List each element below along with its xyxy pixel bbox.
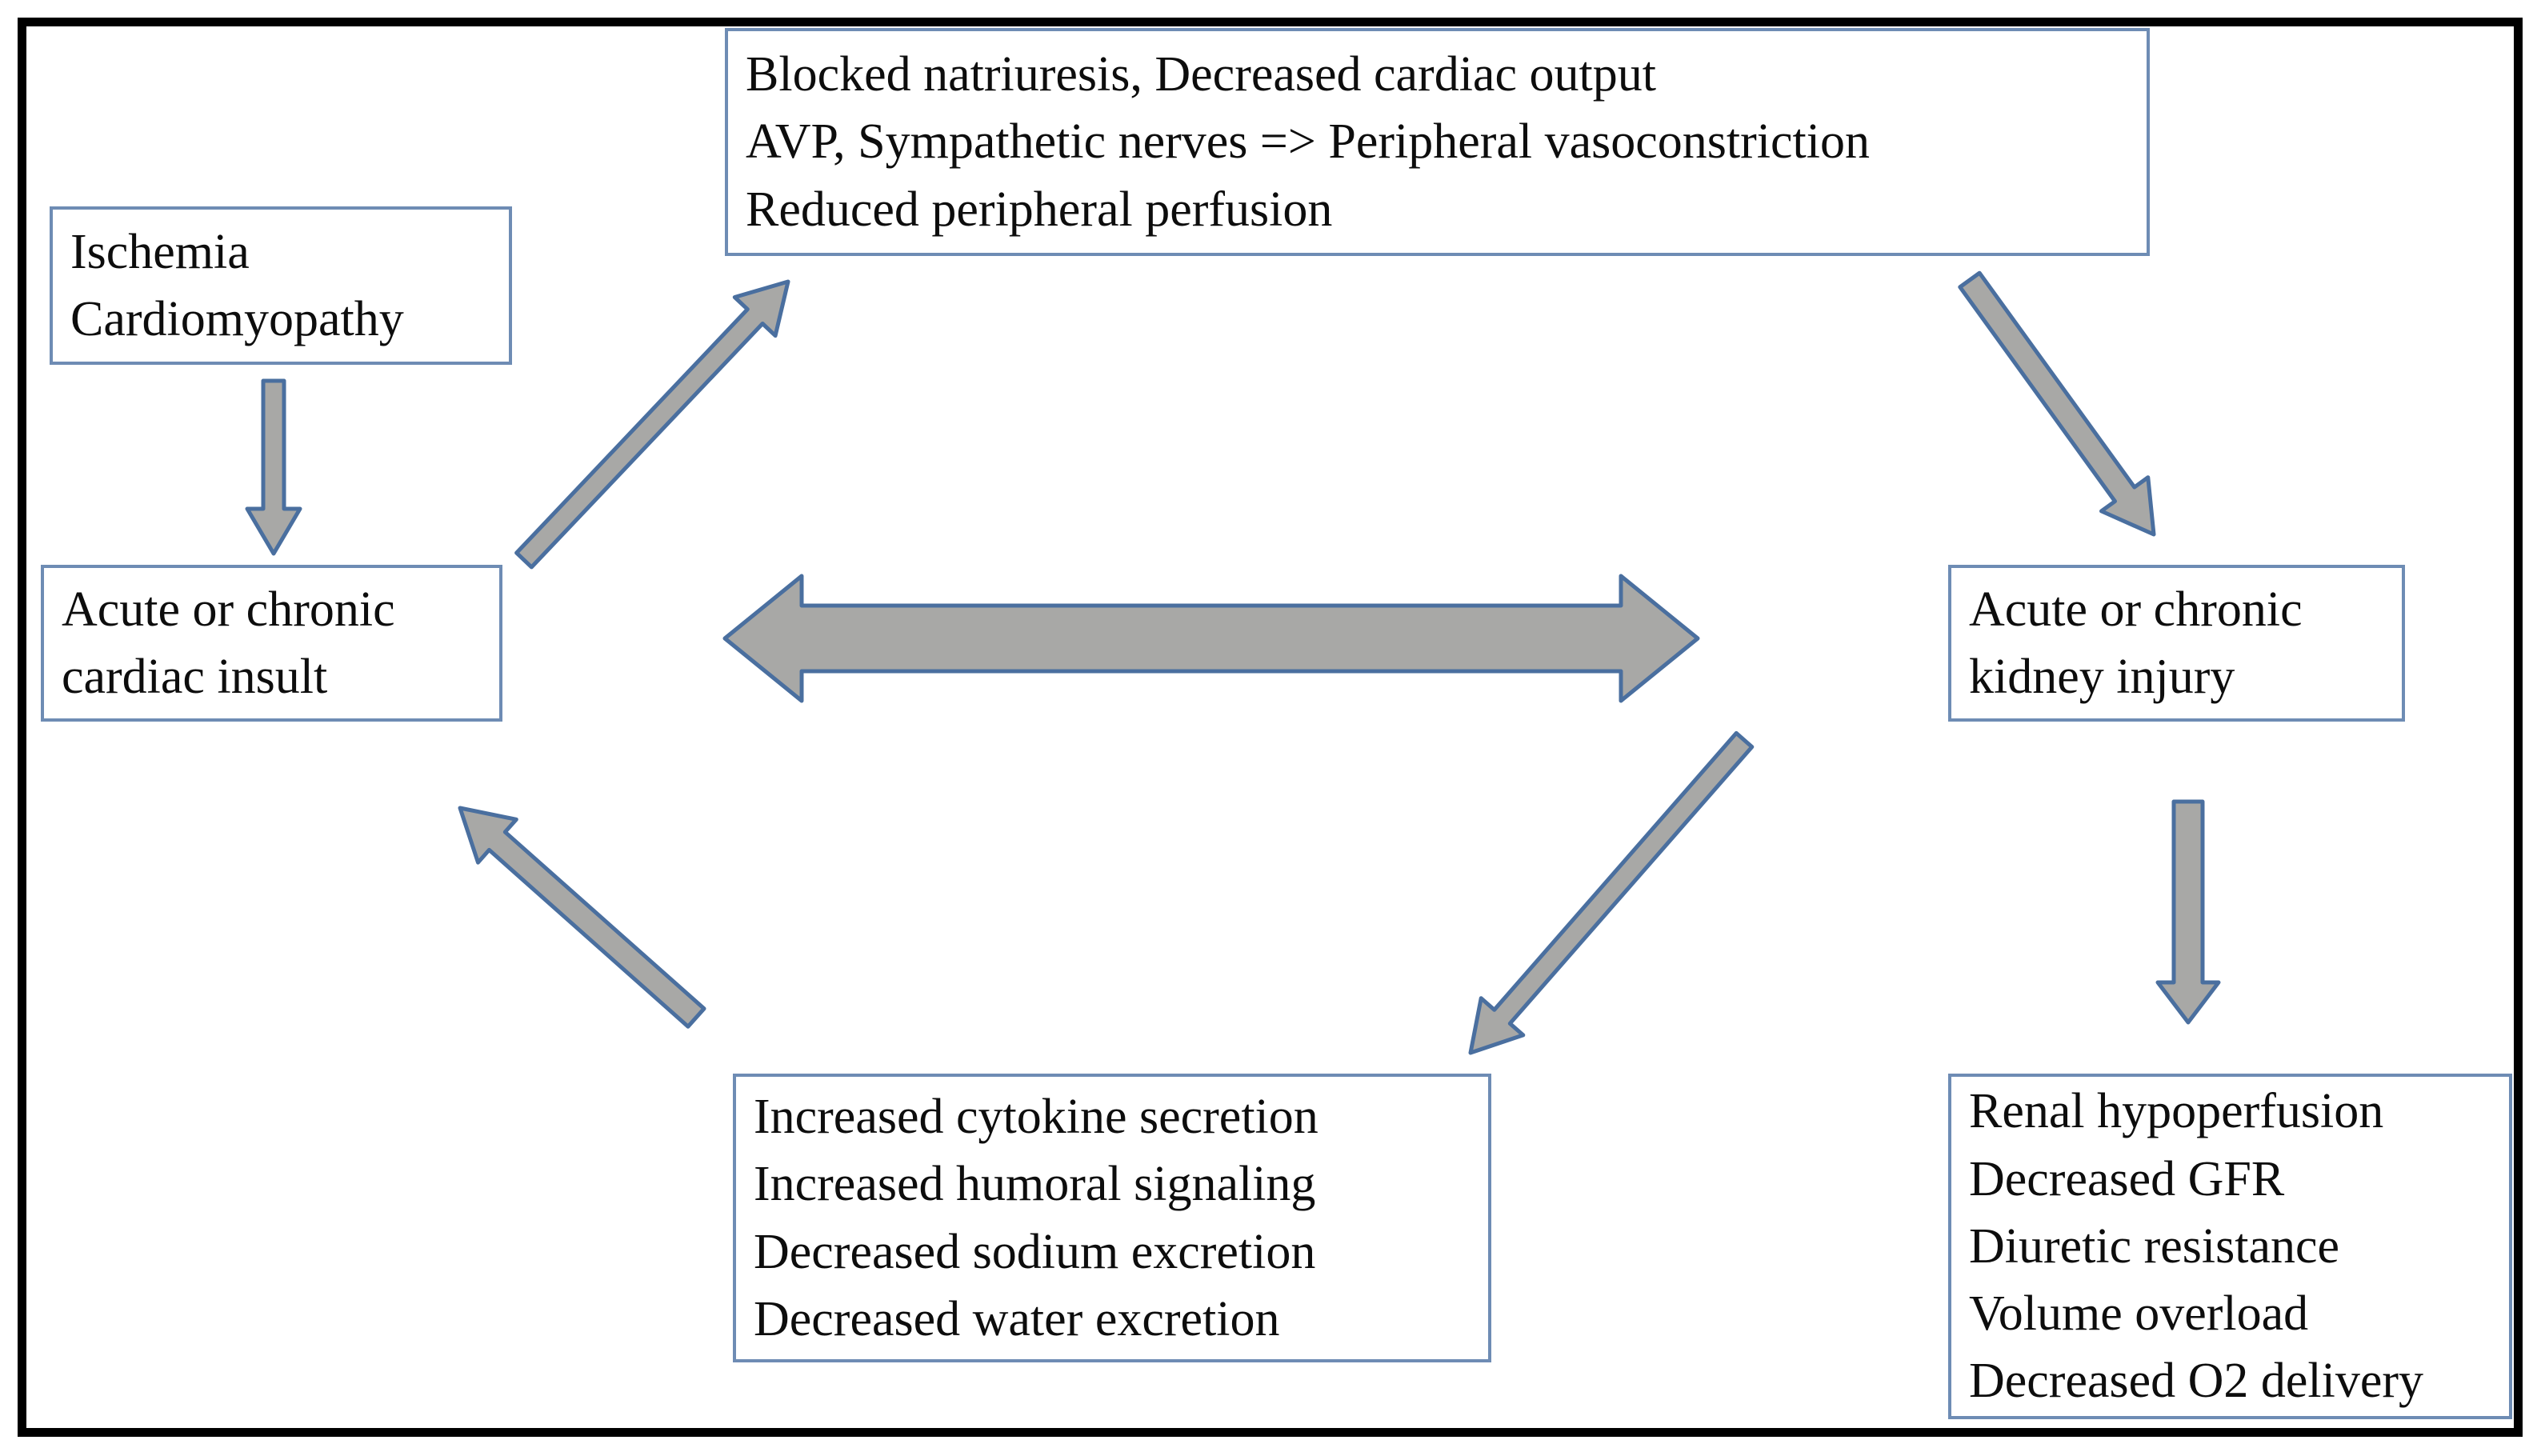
box-kidney-injury: Acute or chronic kidney injury (1948, 565, 2405, 722)
arrow-kidney-to-renal-effects (1468, 730, 1755, 1055)
arrow-cardiac-kidney-bidirectional (722, 574, 1700, 703)
arrow-neurohormonal-to-kidney (1958, 270, 2156, 537)
arrow-renal-effects-to-cardiac (458, 806, 706, 1029)
box-cardiac-insult-text: Acute or chronic cardiac insult (62, 582, 395, 704)
box-neurohormonal-text: Blocked natriuresis, Decreased cardiac o… (746, 47, 1870, 237)
box-kidney-consequences: Renal hypoperfusion Decreased GFR Diuret… (1948, 1074, 2512, 1419)
box-kidney-consequences-text: Renal hypoperfusion Decreased GFR Diuret… (1969, 1084, 2424, 1409)
box-renal-effects-text: Increased cytokine secretion Increased h… (754, 1089, 1319, 1346)
arrow-kidney-to-kidney-consequences (2155, 799, 2221, 1025)
arrow-cardiac-to-neurohormonal (514, 279, 790, 570)
box-neurohormonal: Blocked natriuresis, Decreased cardiac o… (725, 28, 2150, 256)
box-ischemia: Ischemia Cardiomyopathy (50, 206, 512, 365)
box-kidney-injury-text: Acute or chronic kidney injury (1969, 582, 2303, 704)
box-renal-effects: Increased cytokine secretion Increased h… (733, 1074, 1491, 1362)
box-cardiac-insult: Acute or chronic cardiac insult (41, 565, 502, 722)
arrow-ischemia-to-cardiac (245, 378, 302, 556)
box-ischemia-text: Ischemia Cardiomyopathy (70, 224, 404, 346)
